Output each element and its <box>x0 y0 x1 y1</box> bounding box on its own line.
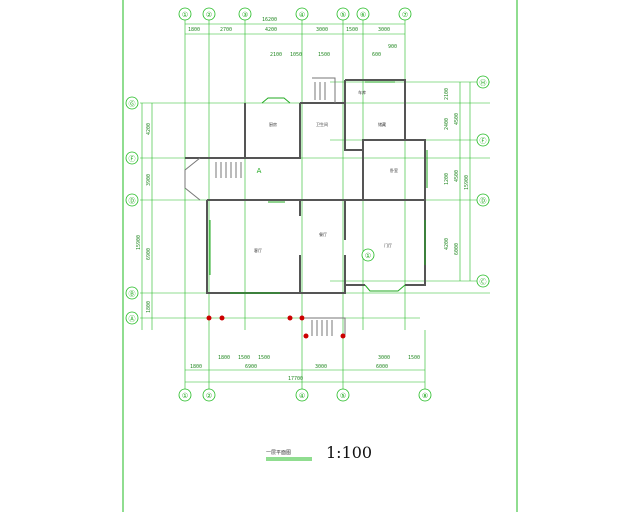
axis-label: Ⓓ <box>480 197 487 205</box>
dim-left: 4200 <box>146 123 152 135</box>
windows <box>209 81 428 294</box>
dim-top-inner: 1050 <box>290 52 302 58</box>
room-label: 客厅 <box>254 247 262 253</box>
axis-label: ⑥ <box>360 11 366 19</box>
dim-bottom: 3000 <box>315 364 327 370</box>
dim-bottom: 1800 <box>190 364 202 370</box>
section-mark-circle <box>361 248 375 262</box>
axis-label: ① <box>182 392 188 400</box>
dim-bottom-inner: 1500 <box>408 355 420 361</box>
dim-top: 3000 <box>378 27 390 33</box>
dim-bottom-inner: 1500 <box>258 355 270 361</box>
drawing-title: 一层平面图 <box>266 450 291 456</box>
column-markers <box>206 315 346 339</box>
stair-mark: A <box>257 167 262 175</box>
dim-top: 3000 <box>316 27 328 33</box>
dim-bottom-inner: 3000 <box>378 355 390 361</box>
left-axis-markers: Ⓖ Ⓕ Ⓓ Ⓑ Ⓐ <box>125 96 139 325</box>
dim-right-inner: 2400 <box>444 118 450 130</box>
dim-bottom-total: 17700 <box>288 376 303 382</box>
dimension-text: 16200 1800 2700 4200 3000 1500 3000 2100… <box>136 17 470 382</box>
room-label: 储藏 <box>378 121 386 127</box>
axis-label: Ⓐ <box>129 315 136 323</box>
right-axis-markers: Ⓗ Ⓕ Ⓓ Ⓒ <box>476 75 490 288</box>
dim-bottom: 6000 <box>376 364 388 370</box>
axis-label: ① <box>182 11 188 19</box>
dim-left: 3900 <box>146 174 152 186</box>
dim-right-total: 15900 <box>464 175 470 190</box>
dim-right-inner: 4200 <box>444 238 450 250</box>
axis-label: Ⓒ <box>480 278 487 286</box>
dim-left: 1800 <box>146 301 152 313</box>
bottom-axis-markers: ① ② ④ ⑤ ⑧ <box>178 388 432 402</box>
dim-right-inner: 2100 <box>444 88 450 100</box>
dim-top-total: 16200 <box>262 17 277 23</box>
room-label: 卫生间 <box>316 121 328 127</box>
dim-left-total: 15900 <box>136 235 142 250</box>
dim-top-inner: 900 <box>388 44 397 50</box>
axis-label: Ⓕ <box>480 137 487 145</box>
dim-bottom-inner: 1500 <box>238 355 250 361</box>
room-label: 卧室 <box>390 167 398 173</box>
stairs <box>215 82 333 336</box>
axis-label: ⑦ <box>402 11 408 19</box>
axis-label: ⑤ <box>340 392 346 400</box>
dim-top-inner: 600 <box>372 52 381 58</box>
dim-top: 1500 <box>346 27 358 33</box>
axis-label: ② <box>206 11 212 19</box>
axis-grid <box>140 20 490 395</box>
section-mark: ① <box>365 252 371 260</box>
dim-top: 2700 <box>220 27 232 33</box>
dim-bottom: 6900 <box>245 364 257 370</box>
axis-label: ③ <box>242 11 248 19</box>
dim-left: 6900 <box>146 248 152 260</box>
room-label: 门厅 <box>384 242 392 248</box>
axis-label: Ⓕ <box>129 155 136 163</box>
dim-right-inner: 1200 <box>444 173 450 185</box>
dim-bottom-inner: 1800 <box>218 355 230 361</box>
axis-label: ② <box>206 392 212 400</box>
room-label: 餐厅 <box>319 231 327 237</box>
room-labels: 厨房 卫生间 餐厅 客厅 门厅 卧室 储藏 车库 <box>254 89 398 253</box>
axis-label: ⑧ <box>422 392 428 400</box>
dim-right: 4500 <box>454 113 460 125</box>
dim-right: 6000 <box>454 243 460 255</box>
dim-right: 4500 <box>454 170 460 182</box>
axis-label: Ⓗ <box>480 79 487 87</box>
axis-label: ④ <box>299 11 305 19</box>
dim-top-inner: 1500 <box>318 52 330 58</box>
dim-top-inner: 2100 <box>270 52 282 58</box>
drawing-scale: 1:100 <box>326 443 372 462</box>
dim-top: 1800 <box>188 27 200 33</box>
room-label: 厨房 <box>269 121 277 127</box>
axis-label: ④ <box>299 392 305 400</box>
walls <box>184 77 426 335</box>
top-axis-markers: ① ② ③ ④ ⑤ ⑥ ⑦ <box>178 7 412 21</box>
axis-label: Ⓖ <box>129 100 136 108</box>
dim-top: 4200 <box>265 27 277 33</box>
axis-label: ⑤ <box>340 11 346 19</box>
room-label: 车库 <box>358 89 366 95</box>
axis-label: Ⓓ <box>129 197 136 205</box>
axis-label: Ⓑ <box>129 290 136 298</box>
